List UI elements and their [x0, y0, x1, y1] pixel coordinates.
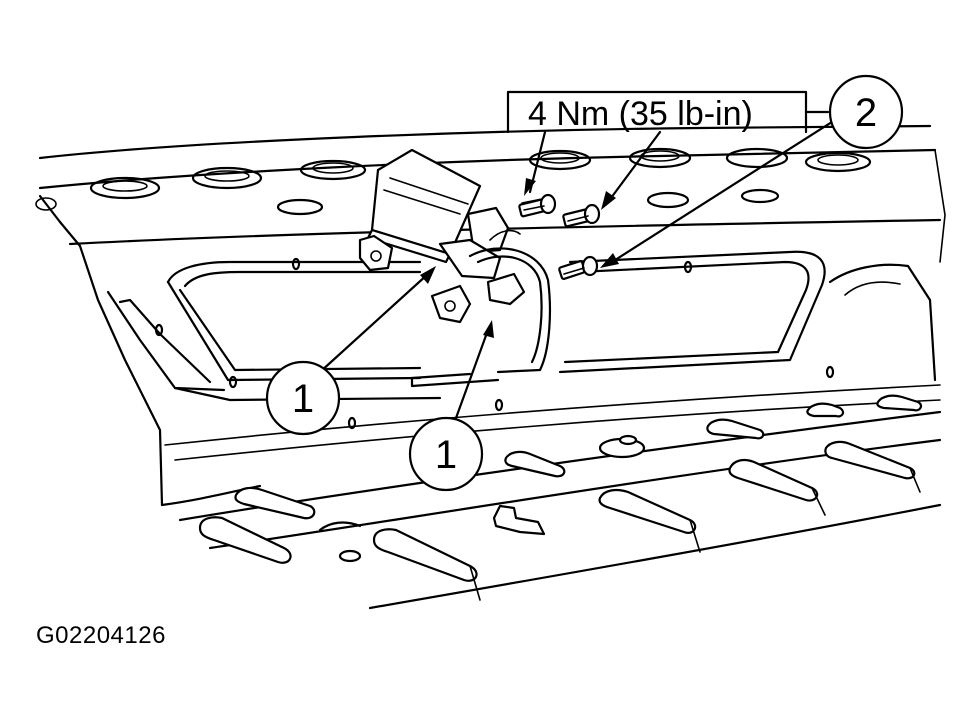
floor-panel [160, 394, 942, 610]
callout-2: 2 [828, 74, 904, 150]
callout-2-label: 2 [855, 91, 877, 135]
floor-boss [598, 434, 646, 459]
torque-spec-text: 4 Nm (35 lb-in) [528, 95, 753, 133]
figure-id: G02204126 [36, 622, 166, 649]
rear-shelf-panel [35, 124, 946, 263]
control-module [358, 148, 482, 272]
leader-lines [318, 118, 837, 420]
callout-1-lower: 1 [408, 416, 484, 492]
callout-1-left-label: 1 [292, 377, 314, 421]
bolt-2 [562, 203, 601, 228]
callout-1-lower-label: 1 [435, 433, 457, 477]
callout-1-left: 1 [265, 360, 341, 436]
mounting-bolts [518, 193, 601, 280]
bracket-and-harness [410, 206, 552, 388]
torque-spec-label: 4 Nm (35 lb-in) [506, 90, 830, 134]
bolt-1 [518, 193, 557, 218]
bolt-3 [558, 255, 599, 280]
floor-clip [492, 504, 546, 536]
